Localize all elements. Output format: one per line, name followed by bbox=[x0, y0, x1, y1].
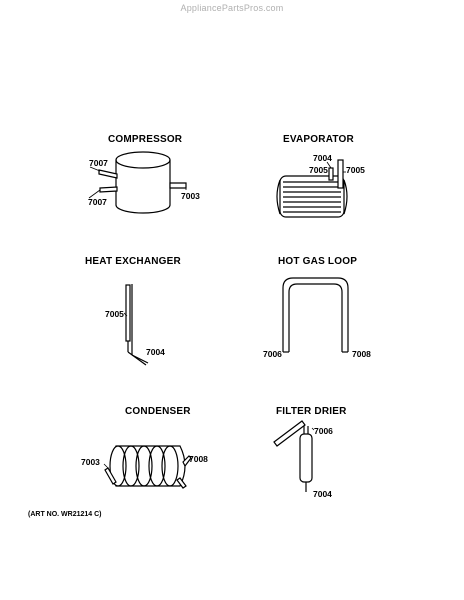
heat-exchanger-drawing bbox=[123, 284, 149, 366]
heat-exchanger-label-7005: 7005 bbox=[105, 309, 124, 319]
filter-drier-drawing bbox=[273, 420, 315, 492]
heat-exchanger-label-7004: 7004 bbox=[146, 347, 165, 357]
filter-drier-title: FILTER DRIER bbox=[276, 406, 347, 417]
filter-drier-label-7004: 7004 bbox=[313, 489, 332, 499]
compressor-label-7003: 7003 bbox=[181, 191, 200, 201]
evaporator-drawing bbox=[276, 159, 348, 218]
heat-exchanger-title: HEAT EXCHANGER bbox=[85, 256, 181, 267]
condenser-label-7003: 7003 bbox=[81, 457, 100, 467]
evaporator-label-7005-left: 7005 bbox=[309, 165, 328, 175]
evaporator-label-7004: 7004 bbox=[313, 153, 332, 163]
compressor-label-7007-top: 7007 bbox=[89, 158, 108, 168]
compressor-label-7007-bottom: 7007 bbox=[88, 197, 107, 207]
hot-gas-loop-label-7006: 7006 bbox=[263, 349, 282, 359]
evaporator-title: EVAPORATOR bbox=[283, 134, 354, 145]
hot-gas-loop-drawing bbox=[282, 277, 349, 353]
hot-gas-loop-label-7008: 7008 bbox=[352, 349, 371, 359]
art-number: (ART NO. WR21214 C) bbox=[28, 511, 102, 518]
condenser-label-7008: 7008 bbox=[189, 454, 208, 464]
watermark: AppliancePartsPros.com bbox=[180, 3, 284, 13]
evaporator-label-7005-right: 7005 bbox=[346, 165, 365, 175]
filter-drier-label-7006: 7006 bbox=[314, 426, 333, 436]
condenser-title: CONDENSER bbox=[125, 406, 191, 417]
compressor-drawing bbox=[88, 151, 187, 214]
compressor-title: COMPRESSOR bbox=[108, 134, 183, 145]
hot-gas-loop-title: HOT GAS LOOP bbox=[278, 256, 358, 267]
condenser-drawing bbox=[103, 445, 192, 489]
